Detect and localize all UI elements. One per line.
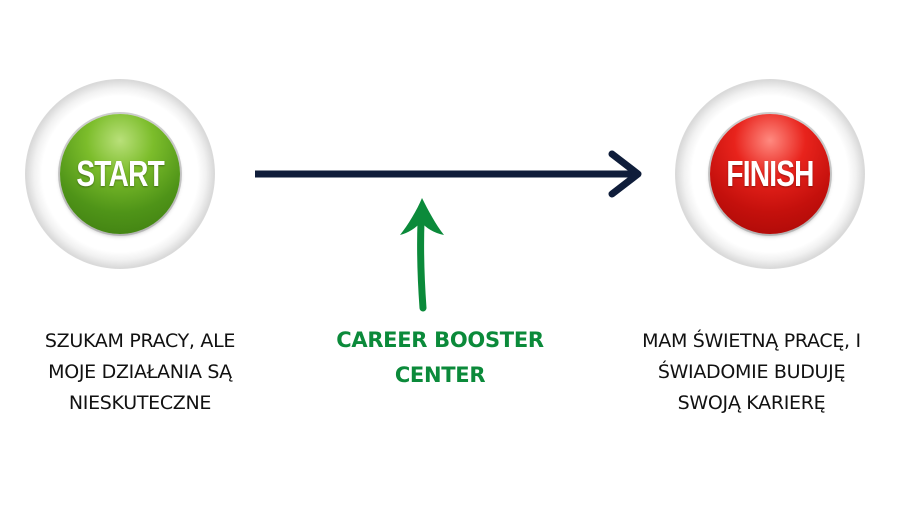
- start-caption-line: SZUKAM PRACY, ALE: [44, 330, 236, 352]
- finish-label: FINISH: [726, 153, 814, 194]
- up-arrow: [400, 198, 444, 312]
- start-caption-line: NIESKUTECZNE: [68, 392, 212, 414]
- start-label: START: [76, 153, 164, 194]
- finish-caption-line: SWOJĄ KARIERĘ: [677, 392, 826, 414]
- start-ball: START: [60, 114, 180, 234]
- progress-arrow: [255, 150, 642, 198]
- finish-caption-line: ŚWIADOMIE BUDUJĘ: [657, 361, 846, 383]
- start-button: START: [25, 79, 215, 269]
- center-caption: CAREER BOOSTER CENTER: [290, 323, 590, 393]
- finish-caption: MAM ŚWIETNĄ PRACĘ, I ŚWIADOMIE BUDUJĘ SW…: [600, 326, 903, 419]
- finish-button: FINISH: [675, 79, 865, 269]
- finish-caption-line: MAM ŚWIETNĄ PRACĘ, I: [642, 330, 861, 352]
- start-caption: SZUKAM PRACY, ALE MOJE DZIAŁANIA SĄ NIES…: [0, 326, 280, 419]
- center-caption-line: CENTER: [394, 363, 486, 387]
- finish-ball: FINISH: [710, 114, 830, 234]
- start-caption-line: MOJE DZIAŁANIA SĄ: [48, 361, 232, 383]
- center-caption-line: CAREER BOOSTER: [336, 328, 544, 352]
